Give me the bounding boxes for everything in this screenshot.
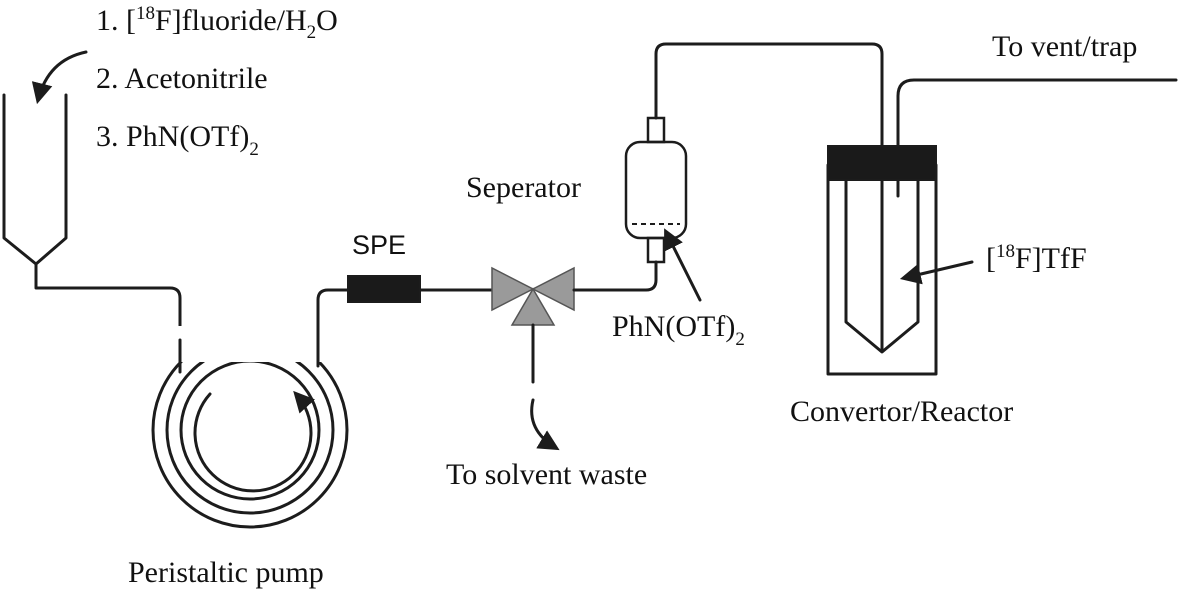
reservoir-funnel: [2, 93, 68, 266]
separator-label: Seperator: [466, 171, 581, 204]
three-way-valve: [491, 266, 575, 326]
product-label: [18F]TfF: [986, 241, 1087, 275]
pump-rotation-arrow: [193, 390, 316, 493]
tubing-reservoir-to-pump: [34, 262, 182, 374]
pump-label: Peristaltic pump: [128, 556, 324, 589]
waste-label: To solvent waste: [446, 458, 647, 491]
tubing-valve-to-separator: [572, 260, 658, 292]
convertor-reactor: [826, 145, 938, 376]
waste-arrow: [530, 398, 560, 451]
vent-label: To vent/trap: [992, 30, 1137, 63]
reagent-input-arrow: [31, 50, 88, 105]
reagent-pointer-arrow: [664, 228, 702, 302]
step-3-label: 3. PhN(OTf)2: [96, 120, 259, 160]
product-pointer-arrow: [899, 260, 974, 285]
separator-reagent-label: PhN(OTf)2: [612, 310, 745, 350]
step-2-label: 2. Acetonitrile: [96, 62, 268, 95]
separator-vessel: [624, 116, 688, 264]
reactor-label: Convertor/Reactor: [790, 395, 1013, 428]
spe-cartridge: [347, 275, 421, 303]
step-1-label: 1. [18F]fluoride/H2O: [96, 3, 338, 43]
spe-label: SPE: [352, 230, 406, 260]
reagent-step-list: 1. [18F]fluoride/H2O 2. Acetonitrile 3. …: [96, 3, 338, 160]
tubing-separator-to-reactor: [654, 42, 884, 352]
peristaltic-pump: [151, 288, 350, 529]
tubing-vent: [896, 78, 1178, 198]
